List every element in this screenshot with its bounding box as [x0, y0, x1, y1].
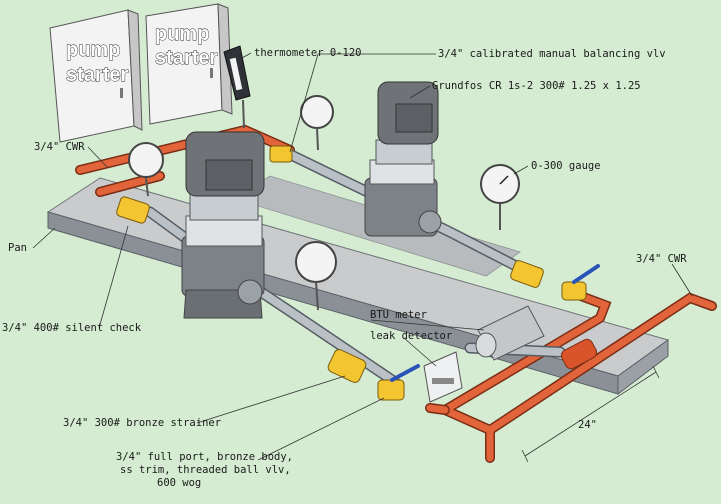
ball-valve-label-3: 600 wog	[157, 477, 201, 489]
door-handle-icon	[120, 88, 123, 98]
brass-valves	[116, 145, 587, 401]
door-handle-icon	[210, 68, 213, 78]
pump-front-left	[181, 131, 265, 319]
callout-labels: thermometer 0-120 3/4" calibrated manual…	[2, 47, 687, 489]
ball-valve-label-1: 3/4" full port, bronze body,	[116, 451, 293, 463]
pump-starter-left: pump starter	[49, 9, 143, 143]
gauge-front	[295, 241, 337, 311]
leak-detector-label: leak detector	[370, 330, 452, 342]
grundfos-pump-label: Grundfos CR 1s-2 300# 1.25 x 1.25	[432, 80, 641, 92]
cwr-right-label: 3/4" CWR	[636, 253, 687, 265]
pump-starter-right: pump starter	[145, 3, 233, 125]
pump-starter-right-label-1: pump	[155, 23, 209, 45]
check-valve-right	[560, 338, 598, 370]
copper-piping	[75, 124, 717, 463]
pump-starter-left-label-1: pump	[66, 39, 120, 61]
pump-starter-right-label-2: starter	[155, 47, 217, 69]
dimension-24: 24"	[521, 365, 660, 463]
strainer-label: 3/4" 300# bronze strainer	[63, 417, 221, 429]
ball-valve-label-2: ss trim, threaded ball vlv,	[120, 464, 291, 476]
dimension-label: 24"	[578, 419, 597, 431]
btu-meter-label: BTU meter	[370, 309, 427, 321]
silent-check-label: 3/4" 400# silent check	[2, 322, 142, 334]
gauge-label: 0-300 gauge	[531, 160, 601, 172]
pump-starter-left-label-2: starter	[66, 64, 128, 86]
leader-lines	[32, 52, 693, 461]
gauge-right	[480, 164, 520, 230]
thermometer-label: thermometer 0-120	[254, 47, 361, 59]
cwr-left-label: 3/4" CWR	[34, 141, 85, 153]
leak-detector	[423, 351, 463, 403]
gauge-back	[300, 95, 334, 151]
thermometer	[223, 45, 251, 129]
btu-meter	[475, 305, 545, 361]
pump-back-right	[364, 81, 442, 237]
ball-valve-handles	[390, 264, 600, 382]
balancing-valve-label: 3/4" calibrated manual balancing vlv	[438, 48, 666, 60]
gauge-left	[128, 142, 164, 197]
pan-label: Pan	[8, 242, 27, 254]
